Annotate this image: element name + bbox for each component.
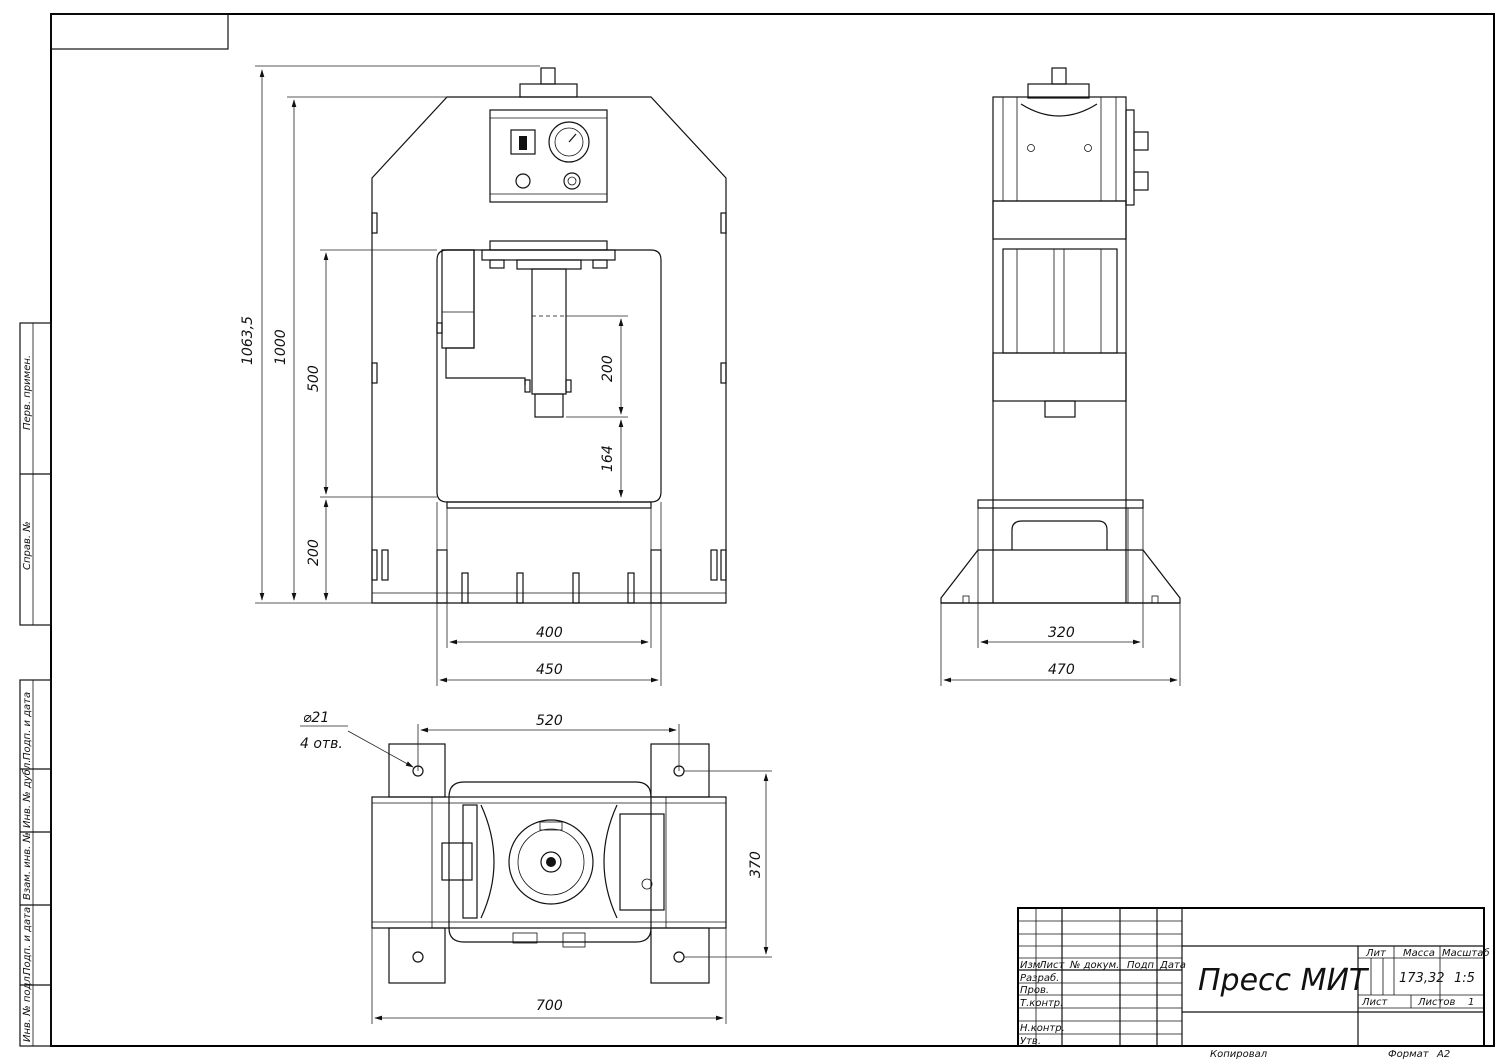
caption-format-label: Формат	[1388, 1049, 1430, 1060]
caption-format-value: А2	[1436, 1049, 1450, 1060]
dim-inner-width: 400	[536, 625, 563, 641]
push-button-icon	[515, 173, 531, 189]
plan-view	[371, 743, 727, 984]
tb-sheets-label: Листов	[1417, 997, 1455, 1008]
dim-outer-width: 450	[536, 662, 563, 678]
front-view-dimensions: 1063,5 1000 500 200 200 164 400 450	[240, 65, 662, 686]
tb-row-prov: Пров.	[1020, 985, 1049, 996]
dim-side-outer-width: 470	[1048, 662, 1075, 678]
dim-side-inner-width: 320	[1048, 625, 1075, 641]
dim-base-height: 200	[306, 539, 322, 566]
ram	[531, 268, 567, 395]
stamp-sprav-no: Справ. №	[22, 521, 33, 570]
dim-hole-count: 4 отв.	[300, 736, 343, 752]
dim-ram-gap: 164	[600, 445, 616, 472]
tb-col-podp: Подп	[1127, 960, 1155, 971]
tb-sheet-label: Лист	[1361, 997, 1389, 1008]
stamp-inv-podl: Инв. № подл.	[22, 973, 33, 1042]
rotary-switch-icon	[510, 129, 536, 155]
side-stamp: Перв. примен. Справ. № Подп. и дата Инв.…	[19, 322, 52, 1047]
tb-row-tkontr: Т.контр.	[1020, 998, 1063, 1009]
dim-hole-spacing: 520	[536, 713, 563, 729]
tb-col-doc: № докум.	[1069, 960, 1119, 971]
stamp-perv-primen: Перв. примен.	[22, 355, 33, 430]
tb-row-razrab: Разраб.	[1020, 972, 1059, 984]
side-view-dimensions: 320 470	[940, 603, 1181, 686]
dim-plan-width: 700	[536, 998, 563, 1014]
tb-col-data: Дата	[1159, 960, 1186, 971]
side-view	[940, 67, 1181, 604]
dim-plan-depth: 370	[748, 851, 764, 878]
tb-col-izm: Изм	[1020, 960, 1041, 971]
tb-scale-value: 1:5	[1454, 971, 1475, 986]
stamp-podp-data-1: Подп. и дата	[22, 692, 33, 760]
tb-lit-label: Лит	[1365, 948, 1387, 959]
caption-copied: Копировал	[1210, 1049, 1268, 1060]
dim-stroke: 200	[600, 355, 616, 382]
tb-row-utv: Утв.	[1020, 1036, 1041, 1047]
front-view	[371, 67, 727, 604]
sheet-frame	[50, 13, 1495, 1047]
dim-hole-diameter: ⌀21	[303, 710, 329, 726]
tb-row-nkontr: Н.контр.	[1020, 1023, 1065, 1034]
stamp-inv-dubl: Инв. № дубл.	[21, 760, 33, 828]
control-panel	[489, 109, 608, 203]
dim-work-height: 500	[306, 365, 322, 392]
tb-sheets-value: 1	[1468, 997, 1474, 1008]
dim-total-height: 1063,5	[240, 316, 256, 365]
tb-mass-value: 173,32	[1399, 971, 1445, 986]
tb-title: Пресс МИТ	[1198, 963, 1370, 998]
stamp-vzam-inv: Взам. инв. №	[22, 832, 33, 900]
tb-col-list: Лист	[1038, 960, 1066, 971]
title-block: Изм Лист № докум. Подп Дата Разраб. Пров…	[1017, 907, 1490, 1047]
pressure-gauge-icon	[548, 121, 590, 163]
stamp-podp-data-2: Подп. и дата	[22, 907, 33, 975]
tb-mass-label: Масса	[1403, 948, 1435, 959]
tb-scale-label: Масштаб	[1442, 947, 1490, 959]
dim-frame-height: 1000	[273, 329, 289, 365]
plan-view-dimensions: 520 ⌀21 4 отв. 370 700	[300, 710, 772, 1024]
